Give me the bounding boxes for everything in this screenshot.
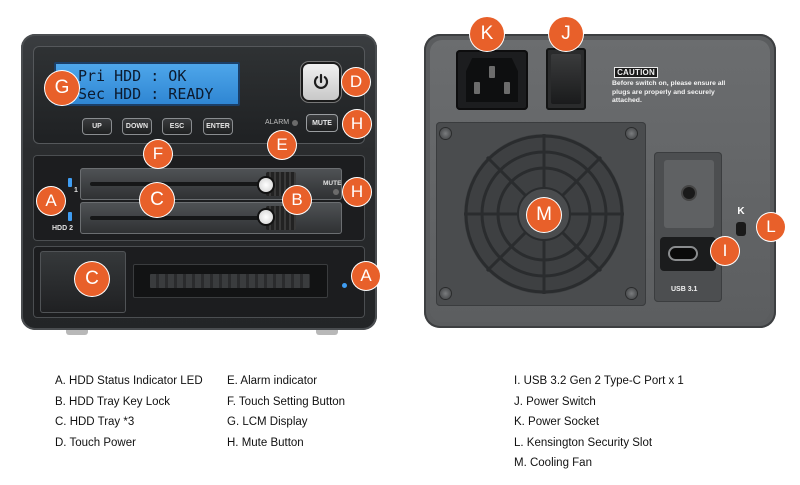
marker-g: G	[45, 71, 79, 105]
hdd2-label: HDD 2	[52, 225, 74, 232]
alarm-indicator	[292, 120, 298, 126]
tray-mute-label: MUTE	[323, 180, 342, 187]
legend-column-3: I. USB 3.2 Gen 2 Type-C Port x 1 J. Powe…	[514, 371, 684, 474]
legend-item-i: I. USB 3.2 Gen 2 Type-C Port x 1	[514, 375, 684, 387]
tray-slot	[90, 182, 262, 186]
legend-item-l: L. Kensington Security Slot	[514, 436, 653, 449]
enter-button[interactable]: ENTER	[203, 118, 233, 135]
marker-f: F	[144, 140, 172, 168]
esc-button[interactable]: ESC	[162, 118, 192, 135]
front-foot-left	[66, 330, 88, 335]
marker-i: I	[711, 237, 739, 265]
kensington-security-slot[interactable]	[736, 222, 746, 236]
legend-item-m: M. Cooling Fan	[514, 457, 592, 469]
marker-e: E	[268, 131, 296, 159]
legend-item-f: F. Touch Setting Button	[227, 395, 346, 408]
power-icon	[313, 73, 329, 89]
marker-l: L	[757, 213, 785, 241]
marker-c-lower: C	[75, 262, 109, 296]
screw	[626, 128, 637, 139]
caution-badge: CAUTION	[614, 67, 658, 78]
marker-h-top: H	[343, 110, 371, 138]
panel-screw-hole	[683, 187, 695, 199]
legend-item-c: C. HDD Tray *3	[55, 416, 135, 428]
socket-pin	[504, 82, 510, 94]
legend-item-j: J. Power Switch	[514, 395, 596, 408]
tray-3-connector	[150, 274, 310, 288]
caution-text: Before switch on, please ensure all plug…	[612, 80, 726, 105]
lcd-line-1: Pri HDD : OK	[78, 67, 187, 85]
alarm-label: ALARM	[265, 119, 290, 126]
legend-item-h: H. Mute Button	[227, 436, 304, 449]
power-switch[interactable]	[551, 54, 581, 104]
marker-c-top: C	[140, 183, 174, 217]
tray-mute-button[interactable]	[333, 189, 339, 195]
marker-j: J	[549, 17, 583, 51]
legend-item-a: A. HDD Status Indicator LED	[55, 375, 203, 387]
down-button[interactable]: DOWN	[122, 118, 152, 135]
legend-item-b: B. HDD Tray Key Lock	[55, 395, 171, 408]
front-foot-right	[316, 330, 338, 335]
tray-1-key-lock[interactable]	[259, 178, 273, 192]
mute-button[interactable]: MUTE	[306, 114, 338, 132]
screw	[440, 128, 451, 139]
hdd2-status-led	[68, 212, 72, 221]
legend-item-d: D. Touch Power	[55, 436, 136, 449]
power-socket-inner	[466, 58, 518, 102]
legend-column-2: E. Alarm indicator F. Touch Setting Butt…	[227, 371, 345, 453]
tray-2-key-lock[interactable]	[259, 210, 273, 224]
hdd1-label: 1	[74, 187, 78, 194]
hdd3-status-led	[342, 283, 347, 288]
socket-pin	[474, 82, 480, 94]
legend-item-k: K. Power Socket	[514, 416, 600, 428]
screw	[626, 288, 637, 299]
legend-column-1: A. HDD Status Indicator LED B. HDD Tray …	[55, 371, 203, 453]
socket-pin	[489, 66, 495, 78]
touch-power-button[interactable]	[303, 64, 339, 100]
marker-h-side: H	[343, 178, 371, 206]
marker-b: B	[283, 186, 311, 214]
legend-item-g: G. LCM Display	[227, 416, 308, 428]
marker-a-lower: A	[352, 262, 380, 290]
kensington-icon: K	[737, 206, 745, 217]
lcd-line-2: Sec HDD : READY	[78, 85, 214, 103]
hdd1-status-led	[68, 178, 72, 187]
usb-label: USB 3.1	[671, 286, 698, 293]
marker-m: M	[527, 198, 561, 232]
marker-k: K	[470, 17, 504, 51]
marker-a-top: A	[37, 187, 65, 215]
tray-slot	[90, 216, 262, 220]
screw	[440, 288, 451, 299]
marker-d: D	[342, 68, 370, 96]
legend-item-e: E. Alarm indicator	[227, 375, 318, 387]
usb-c-port[interactable]	[670, 248, 696, 259]
up-button[interactable]: UP	[82, 118, 112, 135]
